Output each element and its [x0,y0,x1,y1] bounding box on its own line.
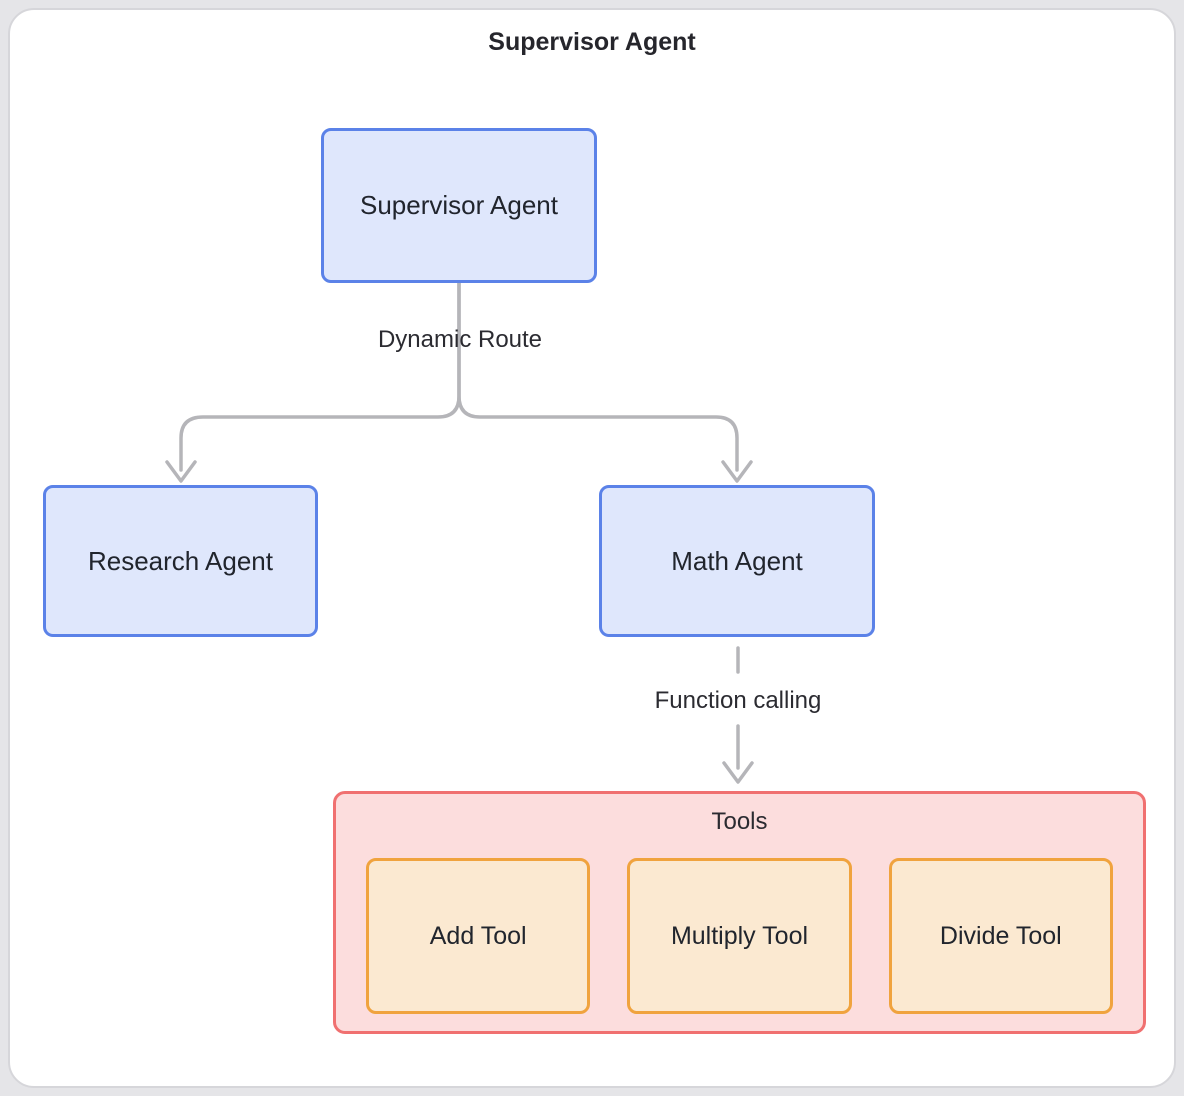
tool-node-add: Add Tool [366,858,591,1014]
tools-group-label: Tools [711,808,768,835]
node-research-agent: Research Agent [43,485,318,637]
tool-node-multiply-label: Multiply Tool [670,921,809,950]
tool-node-add-label: Add Tool [429,921,527,950]
node-math-agent: Math Agent [599,485,875,637]
node-research-agent-label: Research Agent [87,545,273,576]
edge-label-dynamic-route: Dynamic Route [377,326,543,353]
node-supervisor-agent: Supervisor Agent [321,128,597,283]
diagram-title: Supervisor Agent [488,28,696,56]
edge-label-function-calling: Function calling [654,687,822,714]
tool-node-divide: Divide Tool [888,858,1113,1014]
node-math-agent-label: Math Agent [671,545,803,576]
tool-node-multiply: Multiply Tool [627,858,852,1014]
node-supervisor-agent-label: Supervisor Agent [359,190,558,220]
tools-group: Tools Add Tool Multiply Tool Divide Tool [333,791,1146,1034]
tool-node-divide-label: Divide Tool [939,921,1062,950]
